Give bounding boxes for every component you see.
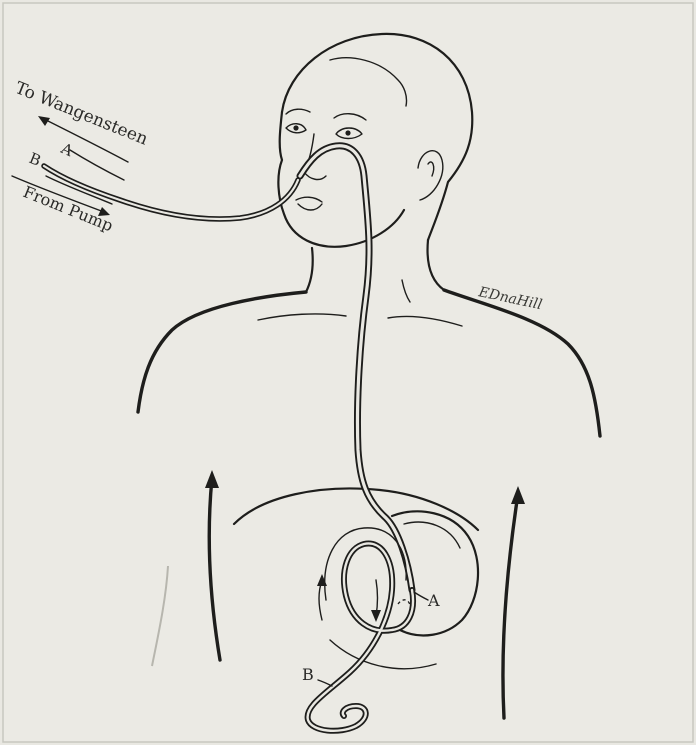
label-b-lower: B xyxy=(302,665,314,684)
pupil-left xyxy=(293,125,298,130)
label-a-lower: A xyxy=(427,591,440,610)
pupil-right xyxy=(345,130,350,135)
